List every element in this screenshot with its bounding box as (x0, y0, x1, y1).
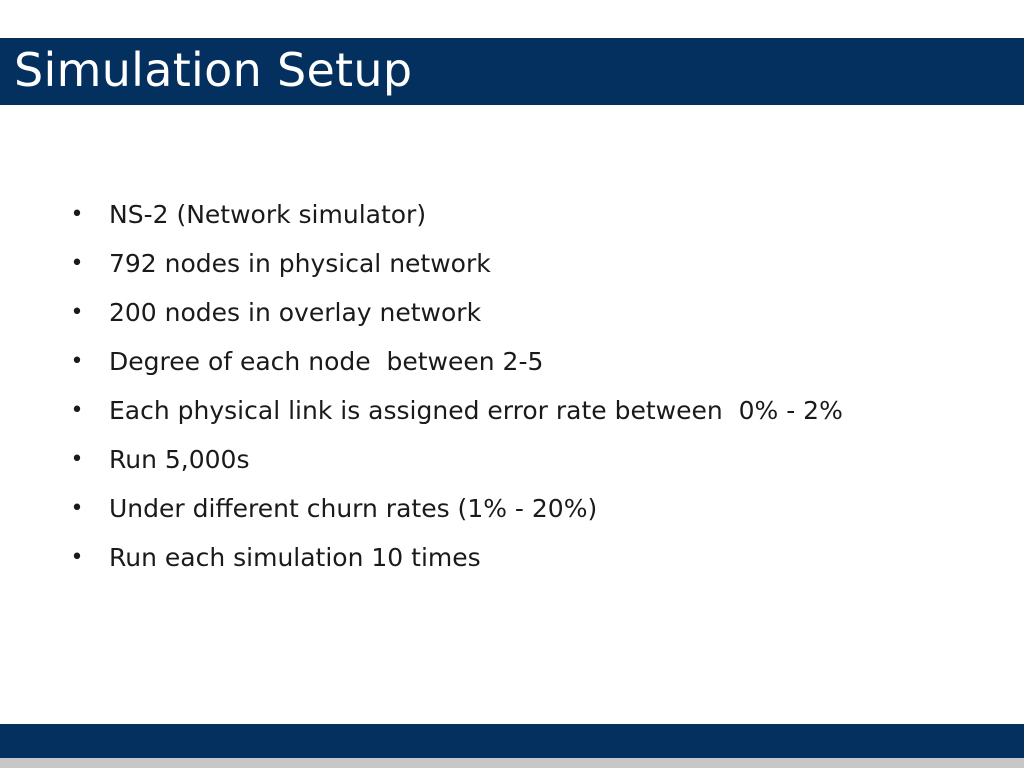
bullet-dot-icon: • (70, 398, 84, 423)
footer-bar (0, 724, 1024, 758)
bullet-dot-icon: • (70, 202, 84, 227)
bullet-text: Under different churn rates (1% - 20%) (109, 494, 598, 523)
bullet-text: 792 nodes in physical network (109, 249, 491, 278)
bullet-text: Degree of each node between 2-5 (109, 347, 544, 376)
bullet-text: NS-2 (Network simulator) (109, 200, 427, 229)
bullet-dot-icon: • (70, 251, 84, 276)
bullet-dot-icon: • (70, 447, 84, 472)
bullet-item: • Degree of each node between 2-5 (70, 337, 544, 386)
bullet-list: • NS-2 (Network simulator) • 792 nodes i… (70, 190, 843, 582)
bullet-dot-icon: • (70, 300, 84, 325)
bullet-text: 200 nodes in overlay network (109, 298, 482, 327)
bullet-item: • NS-2 (Network simulator) (70, 190, 427, 239)
bullet-text: Run each simulation 10 times (109, 543, 481, 572)
bullet-item: • 200 nodes in overlay network (70, 288, 482, 337)
bullet-dot-icon: • (70, 545, 84, 570)
bullet-dot-icon: • (70, 496, 84, 521)
bullet-item: • Under different churn rates (1% - 20%) (70, 484, 598, 533)
bullet-text: Run 5,000s (109, 445, 250, 474)
bullet-item: • Run 5,000s (70, 435, 250, 484)
bullet-item: • Each physical link is assigned error r… (70, 386, 843, 435)
footer-strip (0, 758, 1024, 768)
bullet-dot-icon: • (70, 349, 84, 374)
bullet-text: Each physical link is assigned error rat… (109, 396, 843, 425)
bullet-item: • 792 nodes in physical network (70, 239, 491, 288)
slide-title: Simulation Setup (14, 43, 413, 97)
title-bar: Simulation Setup (0, 38, 1024, 105)
bullet-item: • Run each simulation 10 times (70, 533, 481, 582)
